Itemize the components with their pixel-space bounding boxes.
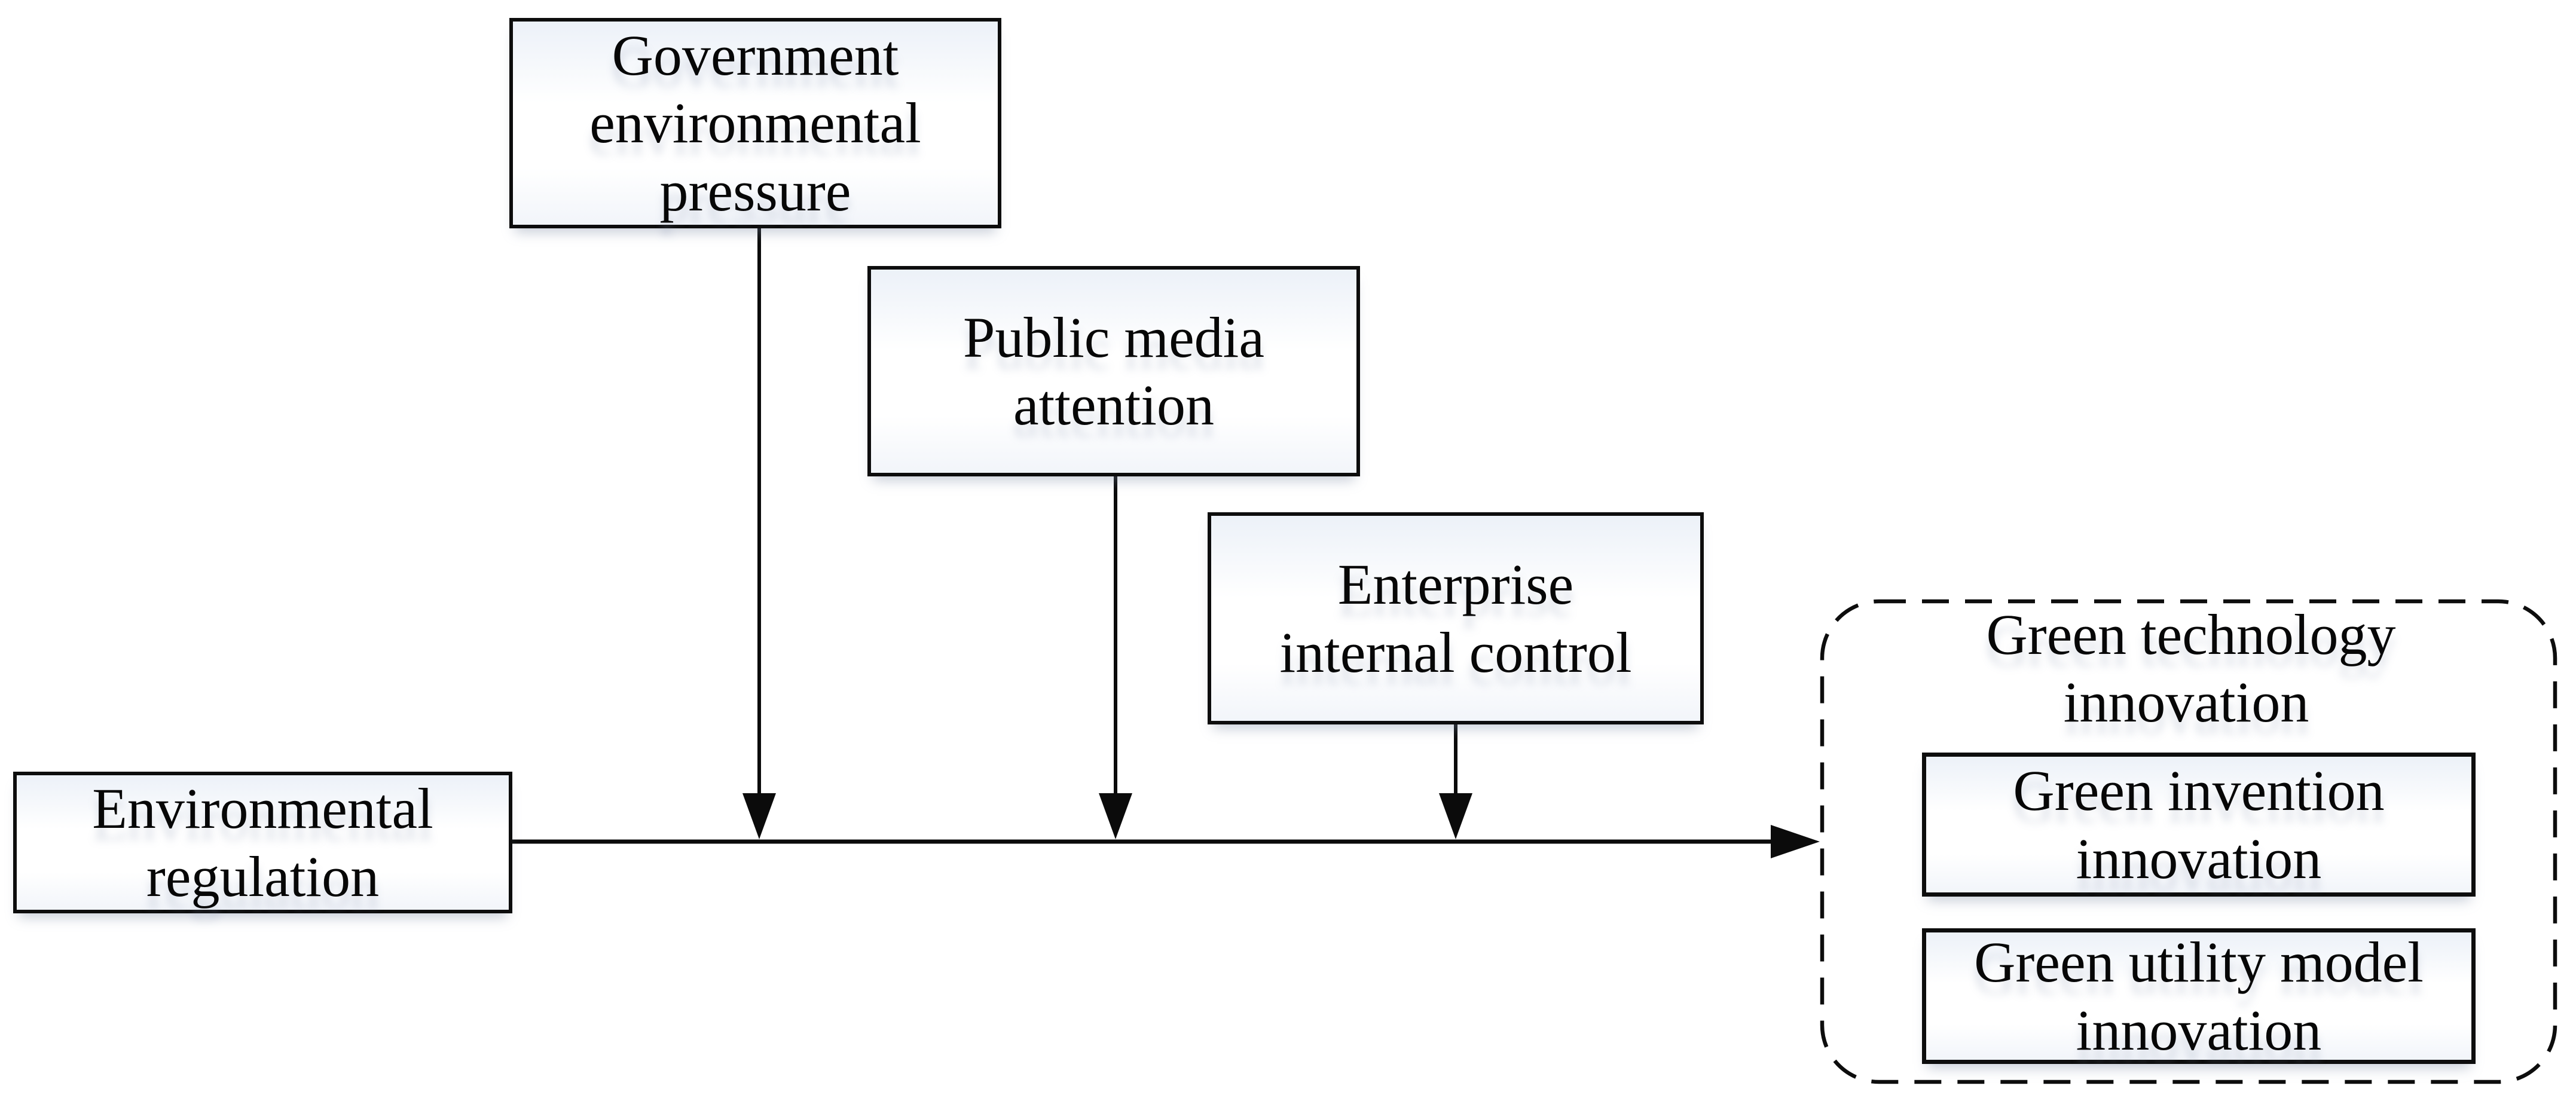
node-government-environmental-pressure: Government environmental pressure [509,18,1001,228]
group-title-label: Green technology innovation [1986,603,2396,735]
node-green-utility-model-innovation: Green utility model innovation [1922,928,2476,1064]
group-title: Green technology innovation [1887,601,2491,736]
node-label: Green utility model innovation [1974,930,2424,1062]
arrowhead-down-icon [1099,793,1132,839]
node-label: Environmental regulation [92,776,433,909]
node-enterprise-internal-control: Enterprise internal control [1208,512,1704,724]
green-technology-group-border [1820,599,2557,1084]
node-public-media-attention: Public media attention [867,266,1360,476]
node-label: Green invention innovation [2013,759,2385,891]
node-label: Enterprise internal control [1279,552,1632,684]
group-green-technology-innovation: Green technology innovation Green invent… [1820,600,2557,1084]
node-green-invention-innovation: Green invention innovation [1922,753,2476,897]
node-label: Government environmental pressure [589,23,921,223]
arrowhead-right-icon [1771,825,1820,858]
node-label: Public media attention [963,305,1264,437]
arrowhead-down-icon [742,793,776,839]
node-environmental-regulation: Environmental regulation [13,772,512,913]
arrowhead-down-icon [1439,793,1472,839]
